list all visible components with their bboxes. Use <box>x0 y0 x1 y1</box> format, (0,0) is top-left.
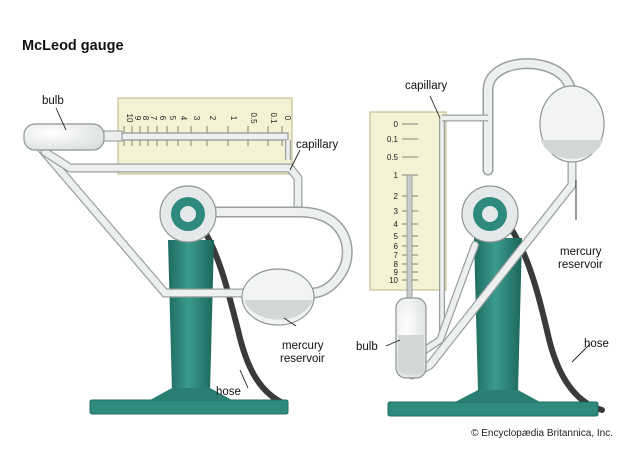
left-scale-tick-label: 7 <box>149 116 158 121</box>
left-stand <box>168 240 214 392</box>
left-mercury-reservoir <box>241 268 315 326</box>
right-scale-tick-label: 1 <box>394 171 399 180</box>
left-hose <box>202 229 288 407</box>
right-scale-tick-label: 4 <box>394 220 399 229</box>
right-scale-tick-label: 8 <box>394 260 399 269</box>
left-scale-tick-label: 8 <box>141 116 150 121</box>
label-right-mercury: mercury <box>560 246 602 258</box>
left-scale-tick-label: 0.5 <box>249 112 258 124</box>
right-scale-tick-label: 5 <box>394 232 399 241</box>
right-scale-tick-label: 6 <box>394 242 399 251</box>
figure-title: McLeod gauge <box>22 38 124 54</box>
right-scale-tick-label: 2 <box>394 192 399 201</box>
left-scale-tick-label: 0.1 <box>269 112 278 124</box>
left-scale-tick-label: 9 <box>133 116 142 121</box>
left-scale-tick-label: 4 <box>179 116 188 121</box>
right-scale-tick-label: 3 <box>394 207 399 216</box>
left-scale-tick-label: 5 <box>168 116 177 121</box>
label-left-hose: hose <box>216 386 241 398</box>
label-left-reservoir: reservoir <box>280 353 325 365</box>
left-pivot-knob <box>159 185 217 243</box>
right-hose <box>509 227 605 413</box>
leader-lines <box>55 95 591 389</box>
right-stand <box>474 238 522 392</box>
left-scale-tick-label: 10 <box>125 114 134 123</box>
right-scale-tick-label: 10 <box>389 276 398 285</box>
left-scale-tick-label: 2 <box>208 116 217 121</box>
left-scale-tick-label: 0 <box>283 116 292 121</box>
label-right-hose: hose <box>584 338 609 350</box>
label-left-capillary: capillary <box>296 139 339 151</box>
label-left-mercury: mercury <box>282 340 324 352</box>
left-bulb <box>23 123 105 151</box>
left-capillary-tube <box>119 132 289 141</box>
left-scale-tick-label: 1 <box>229 116 238 121</box>
left-scale-tick-label: 6 <box>158 116 167 121</box>
label-left-bulb: bulb <box>42 95 64 107</box>
label-right-bulb: bulb <box>356 341 378 353</box>
right-stand-base <box>387 401 599 417</box>
right-scale-tick-label: 0 <box>394 120 399 129</box>
copyright-credit: © Encyclopædia Britannica, Inc. <box>471 428 613 439</box>
right-scale-tick-label: 7 <box>394 251 399 260</box>
label-right-reservoir: reservoir <box>558 259 603 271</box>
left-scale-tick-label: 3 <box>192 116 201 121</box>
right-mercury-reservoir <box>539 85 605 163</box>
left-stand-base <box>89 399 289 415</box>
label-right-capillary: capillary <box>405 80 448 92</box>
right-scale-tick-label: 9 <box>394 268 399 277</box>
right-pivot-knob <box>461 185 519 243</box>
right-scale-tick-label: 0.1 <box>387 135 399 144</box>
right-scale-tick-label: 0.5 <box>387 153 399 162</box>
